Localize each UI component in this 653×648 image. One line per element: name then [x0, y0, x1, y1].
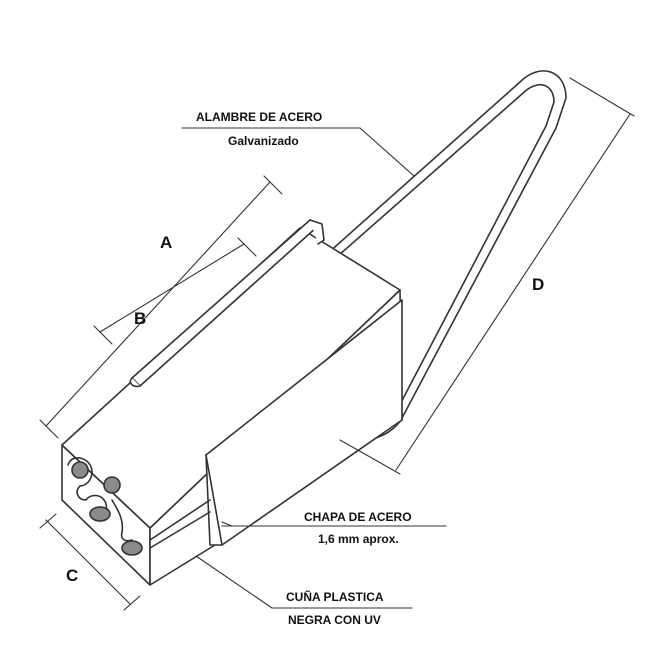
- leader-lines: [181, 127, 447, 609]
- plate-label-line1: CHAPA DE ACERO: [304, 510, 412, 524]
- wire-label-line2: Galvanizado: [228, 134, 299, 148]
- dimension-label-b: B: [134, 309, 147, 328]
- dimension-lines: [39, 77, 635, 611]
- wedge-label-line1: CUÑA PLASTICA: [286, 590, 384, 604]
- dimension-label-d: D: [532, 275, 545, 294]
- wire-label-line1: ALAMBRE DE ACERO: [196, 110, 323, 124]
- clamp-body: [61, 219, 403, 586]
- dimension-label-a: A: [160, 233, 173, 252]
- plate-label-line2: 1,6 mm aprox.: [318, 532, 399, 546]
- dimension-label-c: C: [66, 566, 79, 585]
- wedge-label-line2: NEGRA CON UV: [288, 613, 381, 627]
- plastic-wedge: [67, 457, 211, 556]
